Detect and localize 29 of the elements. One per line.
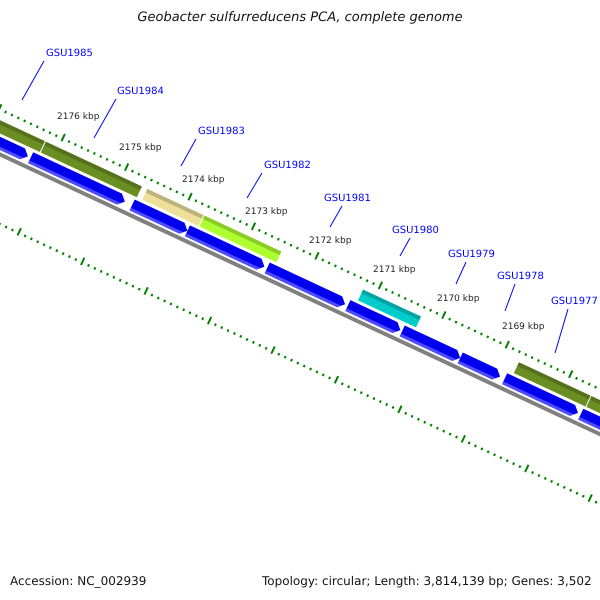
position-label: 2176 kbp [57,111,100,124]
position-label: 2174 kbp [182,174,224,187]
leader-line [180,138,196,166]
leader-line [94,98,116,138]
gene-label: GSU1979 [448,248,495,261]
position-label: 2175 kbp [119,142,162,155]
leader-line [504,284,516,312]
diagram-title: Geobacter sulfurreducens PCA, complete genome [136,10,464,25]
gene-label: GSU1978 [497,270,544,283]
gene-label: GSU1984 [117,85,164,98]
position-label: 2170 kbp [437,293,480,306]
position-label: 2171 kbp [373,264,416,277]
footer-text: Topology: circular; Length: 3,814,139 bp; Genes: 3,502 [262,575,592,588]
leader-line [330,206,342,228]
leader-line [400,238,410,256]
position-label: 2173 kbp [245,206,288,219]
leader-line [554,308,568,354]
gene-label: GSU1980 [392,224,439,237]
leader-line [246,172,262,198]
position-label: 2169 kbp [502,321,544,334]
gene-label: GSU1977 [551,295,598,308]
gene-label: GSU1981 [324,192,371,205]
gene-label: GSU1983 [198,125,245,138]
gene-label: GSU1982 [264,159,311,172]
position-label: 2172 kbp [309,235,352,248]
leader-line [22,60,44,100]
footer-text: Accession: NC_002939 [10,575,146,588]
gene-label: GSU1985 [46,47,93,60]
leader-line [456,262,466,284]
